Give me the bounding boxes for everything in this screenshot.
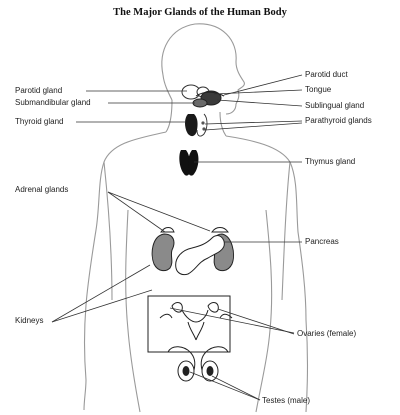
label-sublingual-gland: Sublingual gland <box>305 101 365 110</box>
leader-lines <box>51 74 303 401</box>
diagram-title: The Major Glands of the Human Body <box>113 7 287 18</box>
thymus <box>179 150 199 176</box>
label-parotid-duct: Parotid duct <box>305 70 348 79</box>
label-kidneys: Kidneys <box>15 316 44 325</box>
pancreas-organ <box>175 235 225 276</box>
label-thyroid-gland: Thyroid gland <box>15 117 64 126</box>
thyroid <box>185 113 208 137</box>
ovaries-uterus <box>159 302 233 341</box>
label-submandibular-gland: Submandibular gland <box>15 98 91 107</box>
label-testes: Testes (male) <box>262 396 311 405</box>
salivary-glands <box>181 84 225 108</box>
label-parathyroid-glands: Parathyroid glands <box>305 116 372 125</box>
left-kidney <box>151 233 175 272</box>
label-thymus-gland: Thymus gland <box>305 157 356 166</box>
label-adrenal-glands: Adrenal glands <box>15 185 69 194</box>
label-parotid-gland: Parotid gland <box>15 86 63 95</box>
label-pancreas: Pancreas <box>305 237 339 246</box>
label-ovaries: Ovaries (female) <box>297 329 357 338</box>
left-adrenal <box>160 227 175 233</box>
body-outline <box>83 23 309 413</box>
pelvis-inset-box <box>147 295 231 353</box>
right-adrenal <box>211 227 229 233</box>
testes <box>167 346 229 382</box>
label-tongue: Tongue <box>305 85 332 94</box>
